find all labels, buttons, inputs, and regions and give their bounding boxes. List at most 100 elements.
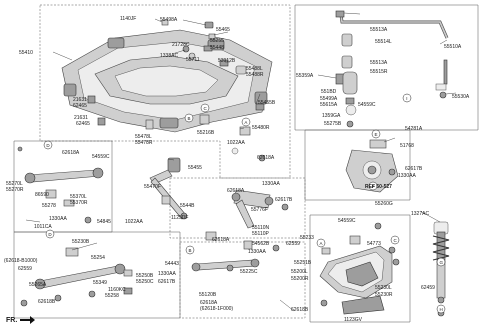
subframe-small-parts — [87, 19, 266, 173]
part-label: 55200L — [291, 269, 308, 275]
marker-c: C — [204, 106, 208, 111]
part-label: 55488L — [246, 66, 263, 72]
rear-subframe — [61, 29, 273, 133]
marker-a2: A — [320, 241, 323, 246]
trailing-arm — [17, 146, 104, 224]
part-label: (62618-1F000) — [200, 306, 233, 312]
part-label: 55615A — [320, 102, 338, 108]
part-label: 86590 — [35, 192, 49, 198]
part-label: 55410 — [19, 50, 33, 56]
part-label: 1125DF — [171, 215, 188, 221]
part-label: 551BD — [321, 89, 337, 95]
marker-e: E — [375, 132, 378, 137]
part-label: 55776F — [251, 207, 268, 213]
upper-arm — [231, 189, 289, 229]
part-label: 55110P — [252, 231, 270, 237]
part-label: 62618A — [257, 155, 275, 161]
part-label: 54559C — [92, 154, 110, 160]
ref-label: REF 50-527 — [365, 184, 392, 190]
control-arm-section-frame — [309, 214, 411, 323]
part-label: 1330AA — [398, 173, 416, 179]
marker-i: I — [406, 96, 407, 101]
part-label: 21631 — [73, 97, 87, 103]
marker-c2: C — [394, 238, 398, 243]
part-label: 1011CA — [34, 224, 52, 230]
part-label: 54773 — [367, 241, 381, 247]
part-label: 55478L — [135, 134, 152, 140]
front-direction-arrow-icon — [20, 316, 35, 324]
part-label: 1330AA — [49, 216, 67, 222]
part-label: 1327AC — [411, 211, 429, 217]
part-label: 62559 — [286, 241, 300, 247]
knuckle — [345, 139, 399, 193]
toe-link — [149, 169, 188, 220]
carrier-section-frame — [179, 241, 306, 319]
part-label: 1022AA — [125, 219, 143, 225]
part-label: 55275B — [324, 121, 342, 127]
part-label: 55465 — [216, 27, 230, 33]
part-label: 55455B — [258, 100, 276, 106]
part-label: 55225C — [240, 269, 258, 275]
part-label: 1123GV — [344, 317, 363, 323]
part-label: 55251B — [294, 260, 312, 266]
part-label: 62617B — [405, 166, 423, 172]
part-label: 55110N — [252, 225, 270, 231]
part-label: (62618-B1000) — [4, 258, 38, 264]
lateral-arm — [191, 231, 280, 272]
part-label: 55530A — [452, 94, 470, 100]
part-label: 55488R — [246, 72, 264, 78]
part-label: 55233 — [300, 235, 314, 241]
part-label: 55230R — [375, 292, 393, 298]
part-label: 62559 — [18, 266, 32, 272]
part-label: 55200R — [291, 276, 309, 282]
part-label: 55270R — [6, 187, 24, 193]
marker-a: A — [244, 120, 247, 125]
part-label: 55230L — [375, 285, 392, 291]
part-label: 55478R — [135, 140, 153, 146]
part-label: 1330AA — [248, 249, 266, 255]
part-label: 55515R — [370, 69, 388, 75]
part-label: 55513A — [370, 27, 388, 33]
part-label: 54562B — [252, 241, 270, 247]
stabilizer-section-frame — [294, 4, 479, 131]
part-label: 62618A — [62, 150, 80, 156]
spring-seat-parts — [342, 71, 358, 128]
part-label: 1160KC — [108, 287, 126, 293]
part-label: 21631 — [74, 115, 88, 121]
marker-h: H — [440, 307, 443, 312]
part-label: 55230B — [72, 239, 90, 245]
part-label: 1359GA — [322, 113, 341, 119]
part-labels: 55410 1140JF 55498A 55465 55255 21728C 5… — [4, 16, 470, 324]
upper-arm-section-frame — [169, 177, 306, 239]
part-label: 55448 — [210, 45, 224, 51]
part-label: 55514L — [375, 39, 392, 45]
marker-g: G — [440, 260, 444, 265]
marker-b2: B — [189, 248, 192, 253]
callout-markers: A B C D E F G H I B A C D — [43, 93, 446, 314]
part-label: 55370L — [70, 194, 87, 200]
part-label: 55250C — [136, 279, 154, 285]
part-label: 55455 — [188, 165, 202, 171]
lower-control-arm — [319, 222, 400, 315]
part-label: 62618A — [200, 300, 218, 306]
part-label: 62465 — [76, 121, 90, 127]
part-label: 55216B — [197, 130, 215, 136]
part-label: 55250B — [136, 273, 154, 279]
part-label: 55513A — [370, 60, 388, 66]
part-label: 1330AA — [158, 271, 176, 277]
part-label: 54559C — [358, 102, 376, 108]
lower-link — [20, 247, 133, 307]
part-label: 55470F — [144, 184, 161, 190]
part-label: 1140JF — [120, 16, 136, 22]
marker-d2: D — [48, 232, 52, 237]
part-label: 54559C — [338, 218, 356, 224]
marker-b: B — [188, 116, 191, 121]
marker-d: D — [46, 143, 50, 148]
part-label: 62618A — [212, 237, 230, 243]
part-label: 62618A — [227, 188, 245, 194]
part-label: 55370R — [70, 200, 88, 206]
part-label: 55260G — [375, 201, 393, 207]
part-label: 62617B — [158, 279, 176, 285]
part-label: 55255 — [210, 38, 224, 44]
